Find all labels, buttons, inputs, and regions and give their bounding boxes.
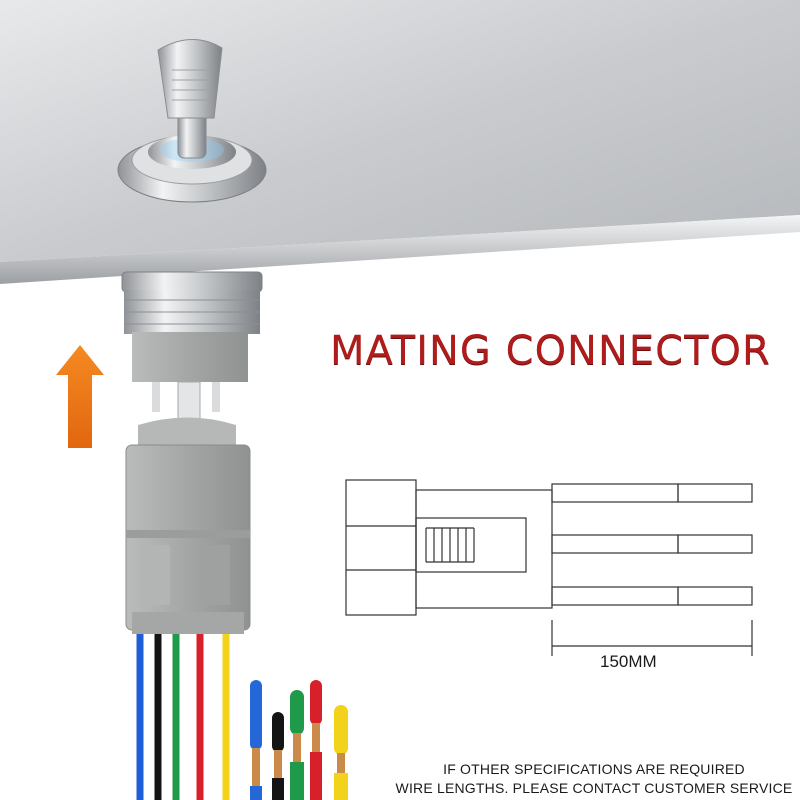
connector-diagram xyxy=(345,479,753,656)
notice-line-2: WIRE LENGTHS. PLEASE CONTACT CUSTOMER SE… xyxy=(395,780,793,796)
stripped-wire-ends xyxy=(250,680,348,800)
steel-panel-edge xyxy=(0,215,800,284)
switch-body xyxy=(121,271,263,431)
arrow-up-icon xyxy=(56,345,104,448)
connector-housing xyxy=(125,417,251,634)
customer-service-notice: IF OTHER SPECIFICATIONS ARE REQUIRED WIR… xyxy=(392,760,796,798)
key-switch-head xyxy=(117,39,267,203)
dimension-label: 150MM xyxy=(600,652,657,671)
headline-mating-connector: MATING CONNECTOR xyxy=(330,328,771,374)
connector-wires xyxy=(136,634,230,800)
notice-line-1: IF OTHER SPECIFICATIONS ARE REQUIRED xyxy=(443,761,745,777)
